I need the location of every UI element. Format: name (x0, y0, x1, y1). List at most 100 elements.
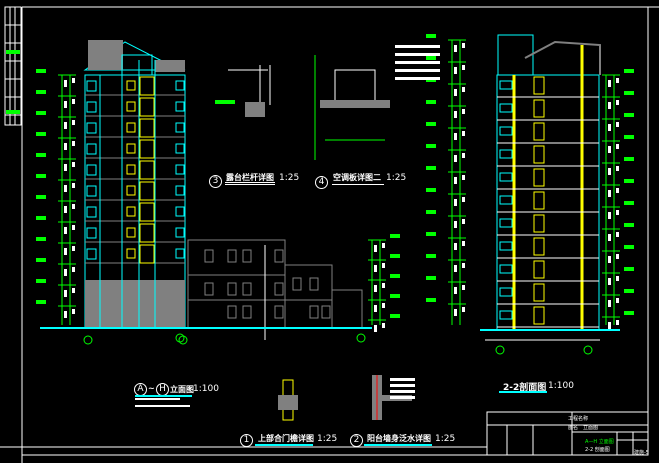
elevation-stair-window (139, 181, 155, 201)
elevation-title: 立面图 (170, 385, 194, 394)
elevation-dim-text (64, 290, 67, 297)
detail-2-scale: 1:25 (435, 434, 456, 444)
section-left-level-label (426, 122, 436, 126)
elevation-level-label (36, 90, 46, 94)
detail-1-beam (278, 395, 298, 410)
elevation-level-label (36, 132, 46, 136)
section-left-dim-text (454, 243, 457, 250)
elevation-level-label (36, 111, 46, 115)
low-building-level-label (390, 274, 400, 278)
elevation-ground-floor (85, 280, 185, 328)
elevation-side-window (175, 122, 185, 133)
elevation-dim-text (72, 99, 75, 104)
detail-4-number: 4 (315, 176, 328, 189)
section-right-level-label (624, 179, 634, 183)
section-balcony (499, 195, 513, 205)
elevation-stair-window (139, 139, 155, 159)
elevation-window (126, 185, 136, 196)
low-building-dim-text (382, 263, 385, 268)
elevation-level-label (36, 195, 46, 199)
detail-2-underline (364, 444, 432, 446)
detail-3-underline (225, 182, 275, 183)
elevation-roof-gray (155, 60, 185, 72)
elevation-dim-text (64, 80, 67, 87)
low-building-window (309, 277, 319, 291)
section-left-dim-text (462, 109, 465, 114)
section-left-level-label (426, 56, 436, 60)
elevation-roof-block (121, 54, 153, 76)
section-right-level-label (624, 289, 634, 293)
low-building-dim-text (382, 243, 385, 248)
elevation-window (126, 164, 136, 175)
axis-bubble (175, 333, 185, 343)
elevation-dim-text (64, 227, 67, 234)
elevation-dim-text (72, 246, 75, 251)
elevation-side-window (175, 248, 185, 259)
section-left-dim-text (454, 309, 457, 316)
section-balcony (499, 80, 513, 90)
section-left-level-label (426, 254, 436, 258)
detail-2-note (390, 384, 415, 387)
section-door (533, 306, 545, 325)
title-block-drawing-value: 立面图 (583, 425, 599, 431)
axis-bubble (178, 335, 188, 345)
elevation-level-label (36, 258, 46, 262)
section-right-level-label (624, 311, 634, 315)
detail-4-note (395, 69, 440, 72)
section-right-dim-text (616, 276, 619, 281)
title-block (486, 411, 649, 456)
section-right-dim-text (616, 254, 619, 259)
low-building-dim-text (374, 265, 377, 272)
section-balcony (499, 287, 513, 297)
axis-bubble (356, 333, 366, 343)
elevation-dim-text (64, 269, 67, 276)
title-block-content-2: 2-2 剖面图 (585, 447, 610, 453)
section-left-dim-text (454, 45, 457, 52)
low-building-window (274, 249, 284, 263)
section-stair-tower (497, 34, 534, 76)
elevation-stair-window (139, 244, 155, 264)
section-left-dim-text (462, 241, 465, 246)
axis-bubble (83, 335, 93, 345)
section-left-dim-text (462, 131, 465, 136)
low-building-block-2 (284, 264, 333, 329)
section-right-dim-text (616, 144, 619, 149)
section-door (533, 122, 545, 141)
elevation-window (126, 122, 136, 133)
elevation-level-label (36, 237, 46, 241)
detail-4-note (395, 45, 440, 48)
section-right-level-label (624, 135, 634, 139)
section-left-dim-text (454, 155, 457, 162)
low-building-window (227, 282, 237, 296)
section-left-dim-text (462, 153, 465, 158)
detail-1-underline (255, 444, 313, 446)
detail-3-scale: 1:25 (279, 173, 300, 183)
detail-3-note (215, 100, 235, 104)
section-right-dim-text (608, 256, 611, 263)
axis-bubble (583, 345, 593, 355)
detail-2-note (390, 390, 415, 393)
section-left-level-label (426, 298, 436, 302)
low-building-window (309, 305, 319, 319)
detail-2-number: 2 (350, 434, 363, 447)
low-building-window (242, 282, 252, 296)
section-right-dim-text (608, 322, 611, 329)
section-balcony (499, 126, 513, 136)
detail-2-note (390, 378, 415, 381)
axis-range-tilde: ~ (148, 384, 155, 393)
section-door (533, 214, 545, 233)
title-block-drawing-label: 图名 (568, 425, 579, 431)
elevation-dim-text (72, 183, 75, 188)
section-right-dim-text (608, 190, 611, 197)
detail-3-underline-2 (225, 184, 275, 185)
low-building-dim-text (382, 303, 385, 308)
elevation-dim-text (64, 101, 67, 108)
detail-4-note (395, 53, 440, 56)
section-left-dim-text (454, 265, 457, 272)
elevation-dim-text (64, 143, 67, 150)
section-door (533, 168, 545, 187)
elevation-balcony (86, 143, 97, 155)
section-title: 2-2剖面图 (503, 383, 547, 393)
elevation-dim-text (72, 225, 75, 230)
